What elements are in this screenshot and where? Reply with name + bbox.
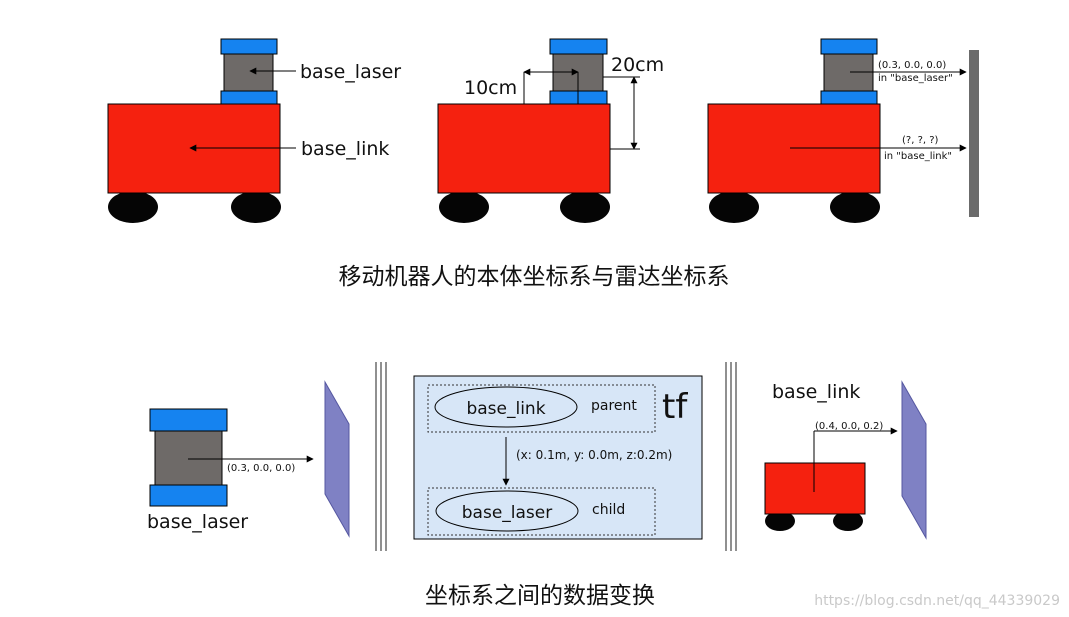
robot-2-wheel-left	[439, 191, 489, 223]
robot-3-link-coord: (?, ?, ?)	[902, 135, 939, 146]
robot-3: (0.3, 0.0, 0.0) in "base_laser" (?, ?, ?…	[707, 38, 979, 223]
bottom-laser-body	[154, 430, 223, 486]
tf-parent-role: parent	[591, 398, 637, 414]
tf-parent-node-label: base_link	[466, 399, 545, 419]
robot-3-laser-frame: in "base_laser"	[878, 73, 953, 84]
robot-2-wheel-right	[560, 191, 610, 223]
robot-2: 10cm 20cm	[437, 38, 664, 223]
robot-3-laser-base-cap	[820, 90, 878, 105]
robot-1-wheel-left	[108, 191, 158, 223]
robot-2-dimension-20cm-label: 20cm	[611, 54, 664, 76]
tf-child-group	[427, 487, 656, 536]
bottom-left-laser: (0.3, 0.0, 0.0) base_laser	[147, 380, 350, 538]
top-caption: 移动机器人的本体坐标系与雷达坐标系	[339, 264, 730, 290]
robot-1: base_laser base_link	[107, 38, 401, 223]
bottom-laser-top-cap	[149, 408, 228, 432]
tf-child-node	[435, 490, 579, 532]
separator-left	[375, 362, 387, 551]
bottom-robot-wheel-left	[765, 511, 795, 531]
bottom-laser-bottom-cap	[149, 484, 228, 507]
tf-child-role: child	[592, 502, 625, 518]
bottom-left-label: base_laser	[147, 511, 248, 533]
robot-2-dimension-10cm-label: 10cm	[464, 77, 517, 99]
bottom-robot-body	[764, 462, 866, 515]
robot-1-laser-base-cap	[220, 90, 278, 105]
robot-1-laser-label: base_laser	[300, 61, 401, 83]
tf-title: tf	[662, 387, 688, 427]
tf-parent-group	[427, 384, 656, 433]
separator-right	[725, 362, 737, 551]
robot-3-wheel-right	[830, 191, 880, 223]
robot-3-laser-coord: (0.3, 0.0, 0.0)	[878, 60, 946, 71]
tf-box: tf base_link parent (x: 0.1m, y: 0.0m, z…	[413, 375, 703, 540]
tf-child-node-label: base_laser	[462, 503, 552, 523]
robot-1-laser-top-cap	[220, 38, 278, 55]
robot-2-laser-top-cap	[549, 38, 608, 55]
bottom-right-robot: base_link (0.4, 0.0, 0.2)	[764, 380, 927, 540]
bottom-robot-wheel-right	[833, 511, 863, 531]
bottom-caption: 坐标系之间的数据变换	[425, 583, 655, 609]
robot-3-wheel-left	[709, 191, 759, 223]
robot-1-wheel-right	[231, 191, 281, 223]
bottom-right-panel	[901, 380, 927, 540]
tf-parent-node	[434, 386, 578, 428]
watermark: https://blog.csdn.net/qq_44339029	[814, 593, 1060, 609]
tf-background	[413, 375, 703, 540]
robot-3-laser-top-cap	[820, 38, 878, 55]
robot-1-laser-body	[223, 53, 274, 92]
bottom-right-label: base_link	[772, 381, 860, 403]
robot-1-link-label: base_link	[301, 138, 389, 160]
bottom-right-coord: (0.4, 0.0, 0.2)	[815, 421, 883, 432]
bottom-left-coord: (0.3, 0.0, 0.0)	[227, 463, 295, 474]
robot-3-link-frame: in "base_link"	[884, 151, 952, 162]
tf-transform-label: (x: 0.1m, y: 0.0m, z:0.2m)	[516, 448, 672, 462]
robot-2-body	[437, 103, 611, 194]
bottom-left-panel	[324, 380, 350, 538]
wall	[969, 50, 979, 217]
